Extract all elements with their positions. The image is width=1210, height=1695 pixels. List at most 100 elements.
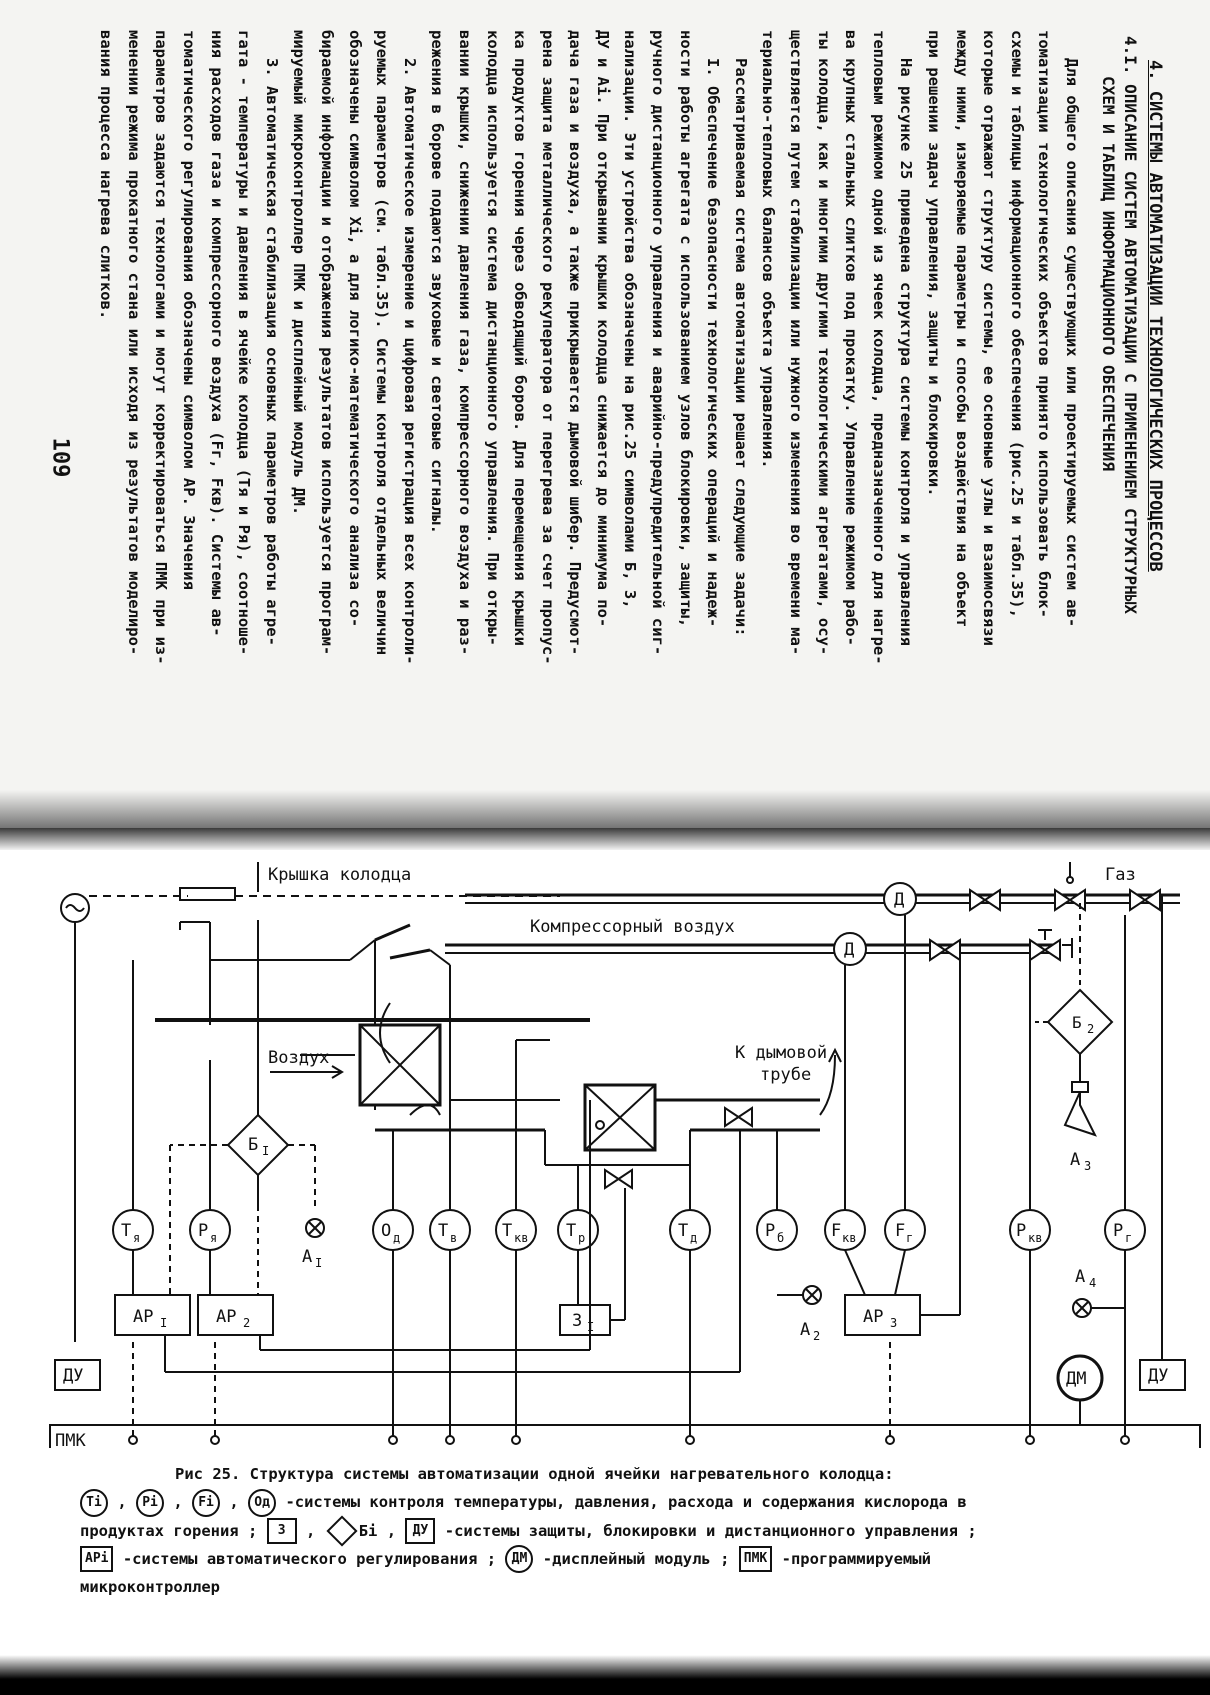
sensor-Pb-sub: б <box>777 1231 784 1245</box>
label-AR1-sub: I <box>160 1316 167 1330</box>
sensor-Tya-sub: я <box>133 1231 140 1245</box>
label-A3-sub: 3 <box>1084 1159 1091 1173</box>
valve-icon <box>929 938 961 962</box>
remote-control-DU-right <box>1139 1359 1186 1391</box>
valve-icon <box>1054 888 1086 912</box>
label-B1-sub: I <box>262 1144 269 1158</box>
text-line: ния расходов газа и компрессорного возду… <box>207 30 226 637</box>
label-A1-sub: I <box>315 1256 322 1270</box>
label-PMK: ПМК <box>55 1431 86 1448</box>
label-B1: Б <box>248 1135 258 1155</box>
automation-diagram: Крышка колодца Газ Д Компрессорный возду… <box>0 848 1210 1456</box>
section-heading-line-1: 4.I. ОПИСАНИЕ СИСТЕМ АВТОМАТИЗАЦИИ С ПРИ… <box>1121 36 1140 614</box>
label-Z1: З <box>572 1311 582 1331</box>
label-AR2-sub: 2 <box>243 1316 250 1330</box>
flow-meter-air-icon <box>833 932 867 966</box>
text-line: колодца используется система дистанционн… <box>483 30 502 646</box>
sensor-Td-sub: д <box>690 1231 697 1245</box>
caption-text-4: -системы автоматического регулирования ; <box>122 1549 497 1568</box>
symbol-T-icon: Тi <box>80 1488 108 1517</box>
label-lid: Крышка колодца <box>268 865 411 885</box>
rotated-text-block: 4. СИСТЕМЫ АВТОМАТИЗАЦИИ ТЕХНОЛОГИЧЕСКИХ… <box>92 30 1165 770</box>
text-line: руемых параметров (см. табл.35). Системы… <box>373 30 392 656</box>
caption-line-1: Тi , Рi , Fi , Од -системы контроля темп… <box>80 1488 1200 1517</box>
sensor-Tv-sub: в <box>450 1231 457 1245</box>
sensor-Tr-sub: р <box>578 1231 585 1245</box>
label-A3: А <box>1070 1150 1080 1170</box>
text-line: 3. Автоматическая стабилизация основных … <box>262 58 281 646</box>
tilde-icon <box>65 904 85 912</box>
sensor-Tv-letter: Т <box>438 1221 448 1241</box>
remote-control-DU-left <box>54 1359 101 1391</box>
label-A4-sub: 4 <box>1089 1276 1096 1290</box>
label-DM: ДМ <box>1066 1369 1086 1389</box>
text-line: ва крупных стальных слитков под прокатку… <box>842 30 861 646</box>
section-heading-line-2: СХЕМ И ТАБЛИЦ ИНФОРМАЦИОННОГО ОБЕСПЕЧЕНИ… <box>1099 76 1118 471</box>
controller-AR1-box <box>114 1294 191 1336</box>
protection-Z1-box <box>559 1304 611 1336</box>
lid-plate <box>179 887 236 901</box>
text-line: ка продуктов горения через обводящий бор… <box>511 30 530 646</box>
book-spine-shadow <box>0 828 1210 850</box>
sensor-Tr-letter: Т <box>566 1221 576 1241</box>
valve-icon <box>969 888 1001 912</box>
symbol-DM-icon: ДМ <box>505 1545 534 1573</box>
text-line: нализации. Эти устройства обозначены на … <box>621 30 640 609</box>
separator: , <box>173 1493 183 1511</box>
caption-text-5: -дисплейный модуль ; <box>542 1549 730 1568</box>
caption-text-2: продуктах горения ; <box>80 1521 258 1540</box>
sensor-Td-letter: Т <box>678 1221 688 1241</box>
caption-line-3: АРi -системы автоматического регулирован… <box>80 1545 1200 1573</box>
text-line: ты колодца, как и многими другими технол… <box>814 30 833 656</box>
separator: , <box>386 1521 397 1540</box>
sensor-Pya-sub: я <box>210 1231 217 1245</box>
label-chimney-2: трубе <box>760 1065 811 1085</box>
body-text: Для общего описания существующих или про… <box>92 30 1085 770</box>
sensor-Od-sub: д <box>393 1231 400 1245</box>
chapter-heading: 4. СИСТЕМЫ АВТОМАТИЗАЦИИ ТЕХНОЛОГИЧЕСКИХ… <box>1145 60 1165 572</box>
symbol-B-label: Бi <box>358 1521 378 1540</box>
text-line: ручного дистанционного управления и авар… <box>649 30 668 656</box>
sensor-Pkv-letter: Р <box>1016 1221 1026 1241</box>
caption-text-3: -системы защиты, блокировки и дистанцион… <box>444 1521 977 1540</box>
label-A2-sub: 2 <box>813 1329 820 1343</box>
text-line: которые отражают структуру системы, ее о… <box>980 30 999 646</box>
text-line: Рассматриваемая система автоматизации ре… <box>731 58 750 637</box>
sensor-Tkv-sub: кв <box>514 1231 528 1245</box>
sensor-Fkv-sub: кв <box>842 1231 856 1245</box>
symbol-O-icon: Од <box>248 1488 277 1517</box>
text-line: схемы и таблицы информационного обеспече… <box>1007 30 1026 618</box>
label-A1: А <box>302 1247 312 1267</box>
label-gas: Газ <box>1105 865 1136 885</box>
text-line: I. Обеспечение безопасности технологичес… <box>704 58 723 628</box>
text-line: мируемый микроконтроллер ПМК и дисплейны… <box>290 30 309 516</box>
sensor-Pb-letter: Р <box>765 1221 775 1241</box>
label-air: Воздух <box>268 1048 329 1068</box>
text-line: бираемой информации и отображения резуль… <box>317 30 336 656</box>
text-line: 2. Автоматическое измерение и цифровая р… <box>400 58 419 665</box>
label-AR2: АР <box>216 1307 236 1327</box>
text-line: вания процесса нагрева слитков. <box>97 30 116 320</box>
sensor-Fkv-letter: F <box>831 1221 841 1241</box>
text-line: параметров задаются технологами и могут … <box>152 30 171 665</box>
label-DU-left: ДУ <box>63 1366 83 1386</box>
valve-icon <box>604 1168 633 1190</box>
symbol-AR-icon: АРi <box>80 1546 114 1572</box>
controller-AR3-box <box>844 1294 921 1336</box>
text-line: Для общего описания существующих или про… <box>1063 58 1081 628</box>
text-line: вании крышки, снижении давления газа, ко… <box>455 30 474 656</box>
horn-icon <box>1063 1091 1097 1137</box>
sensor-row <box>112 1209 1146 1251</box>
label-AR1: АР <box>133 1307 153 1327</box>
symbol-F-icon: Fi <box>192 1488 221 1517</box>
label-D-air: Д <box>844 940 854 960</box>
sensor-Tya-letter: Т <box>121 1221 131 1241</box>
arrow-icon <box>331 1065 344 1079</box>
scan-bottom-edge <box>0 1655 1210 1695</box>
label-AR3-sub: 3 <box>890 1316 897 1330</box>
sensor-Fg-sub: г <box>906 1231 913 1245</box>
valve-icon <box>1129 888 1161 912</box>
top-page: 4. СИСТЕМЫ АВТОМАТИЗАЦИИ ТЕХНОЛОГИЧЕСКИХ… <box>0 0 1210 830</box>
text-line: менении режима прокатного стана или исхо… <box>124 30 143 656</box>
label-A2: А <box>800 1320 810 1340</box>
